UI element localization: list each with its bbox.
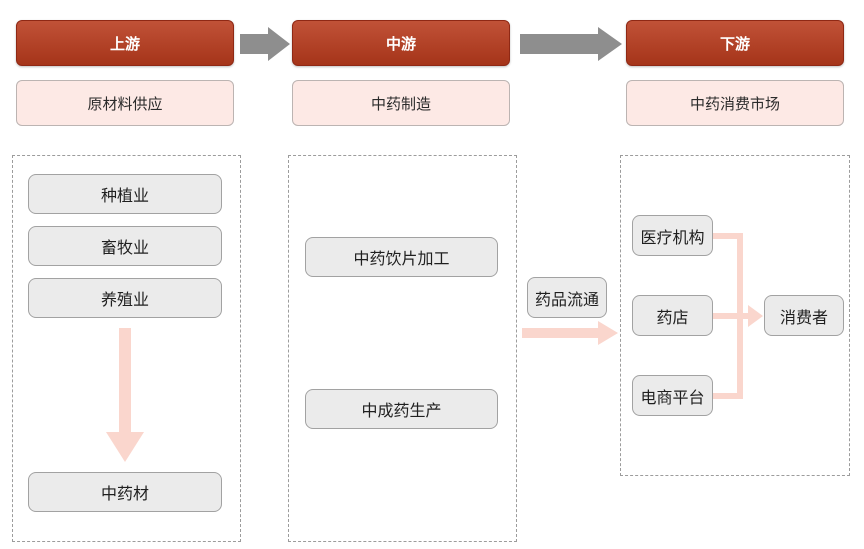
channels-to-consumer-connector: [713, 233, 763, 399]
node-herbal-materials: 中药材: [28, 472, 222, 512]
upstream-panel: [12, 155, 241, 542]
midstream-panel: [288, 155, 517, 542]
node-planting: 种植业: [28, 174, 222, 214]
node-patent-medicine: 中成药生产: [305, 389, 498, 429]
node-drug-circulation: 药品流通: [527, 277, 607, 318]
node-pharmacy: 药店: [632, 295, 713, 336]
node-ecommerce: 电商平台: [632, 375, 713, 416]
node-breeding: 养殖业: [28, 278, 222, 318]
stage-subtitle-downstream: 中药消费市场: [626, 80, 844, 126]
sources-to-herbs-arrow: [106, 328, 144, 462]
stage-subtitle-midstream: 中药制造: [292, 80, 510, 126]
node-decoction-pieces: 中药饮片加工: [305, 237, 498, 277]
downstream-panel: [620, 155, 850, 476]
node-consumer: 消费者: [764, 295, 844, 336]
stage-title-midstream: 中游: [292, 20, 510, 66]
stage-title-upstream: 上游: [16, 20, 234, 66]
midstream-to-downstream-arrow: [520, 27, 622, 61]
stage-subtitle-upstream: 原材料供应: [16, 80, 234, 126]
upstream-to-midstream-arrow: [240, 27, 290, 61]
node-animal-husbandry: 畜牧业: [28, 226, 222, 266]
stage-title-downstream: 下游: [626, 20, 844, 66]
circulation-arrow: [522, 321, 618, 345]
node-medical-institutions: 医疗机构: [632, 215, 713, 256]
